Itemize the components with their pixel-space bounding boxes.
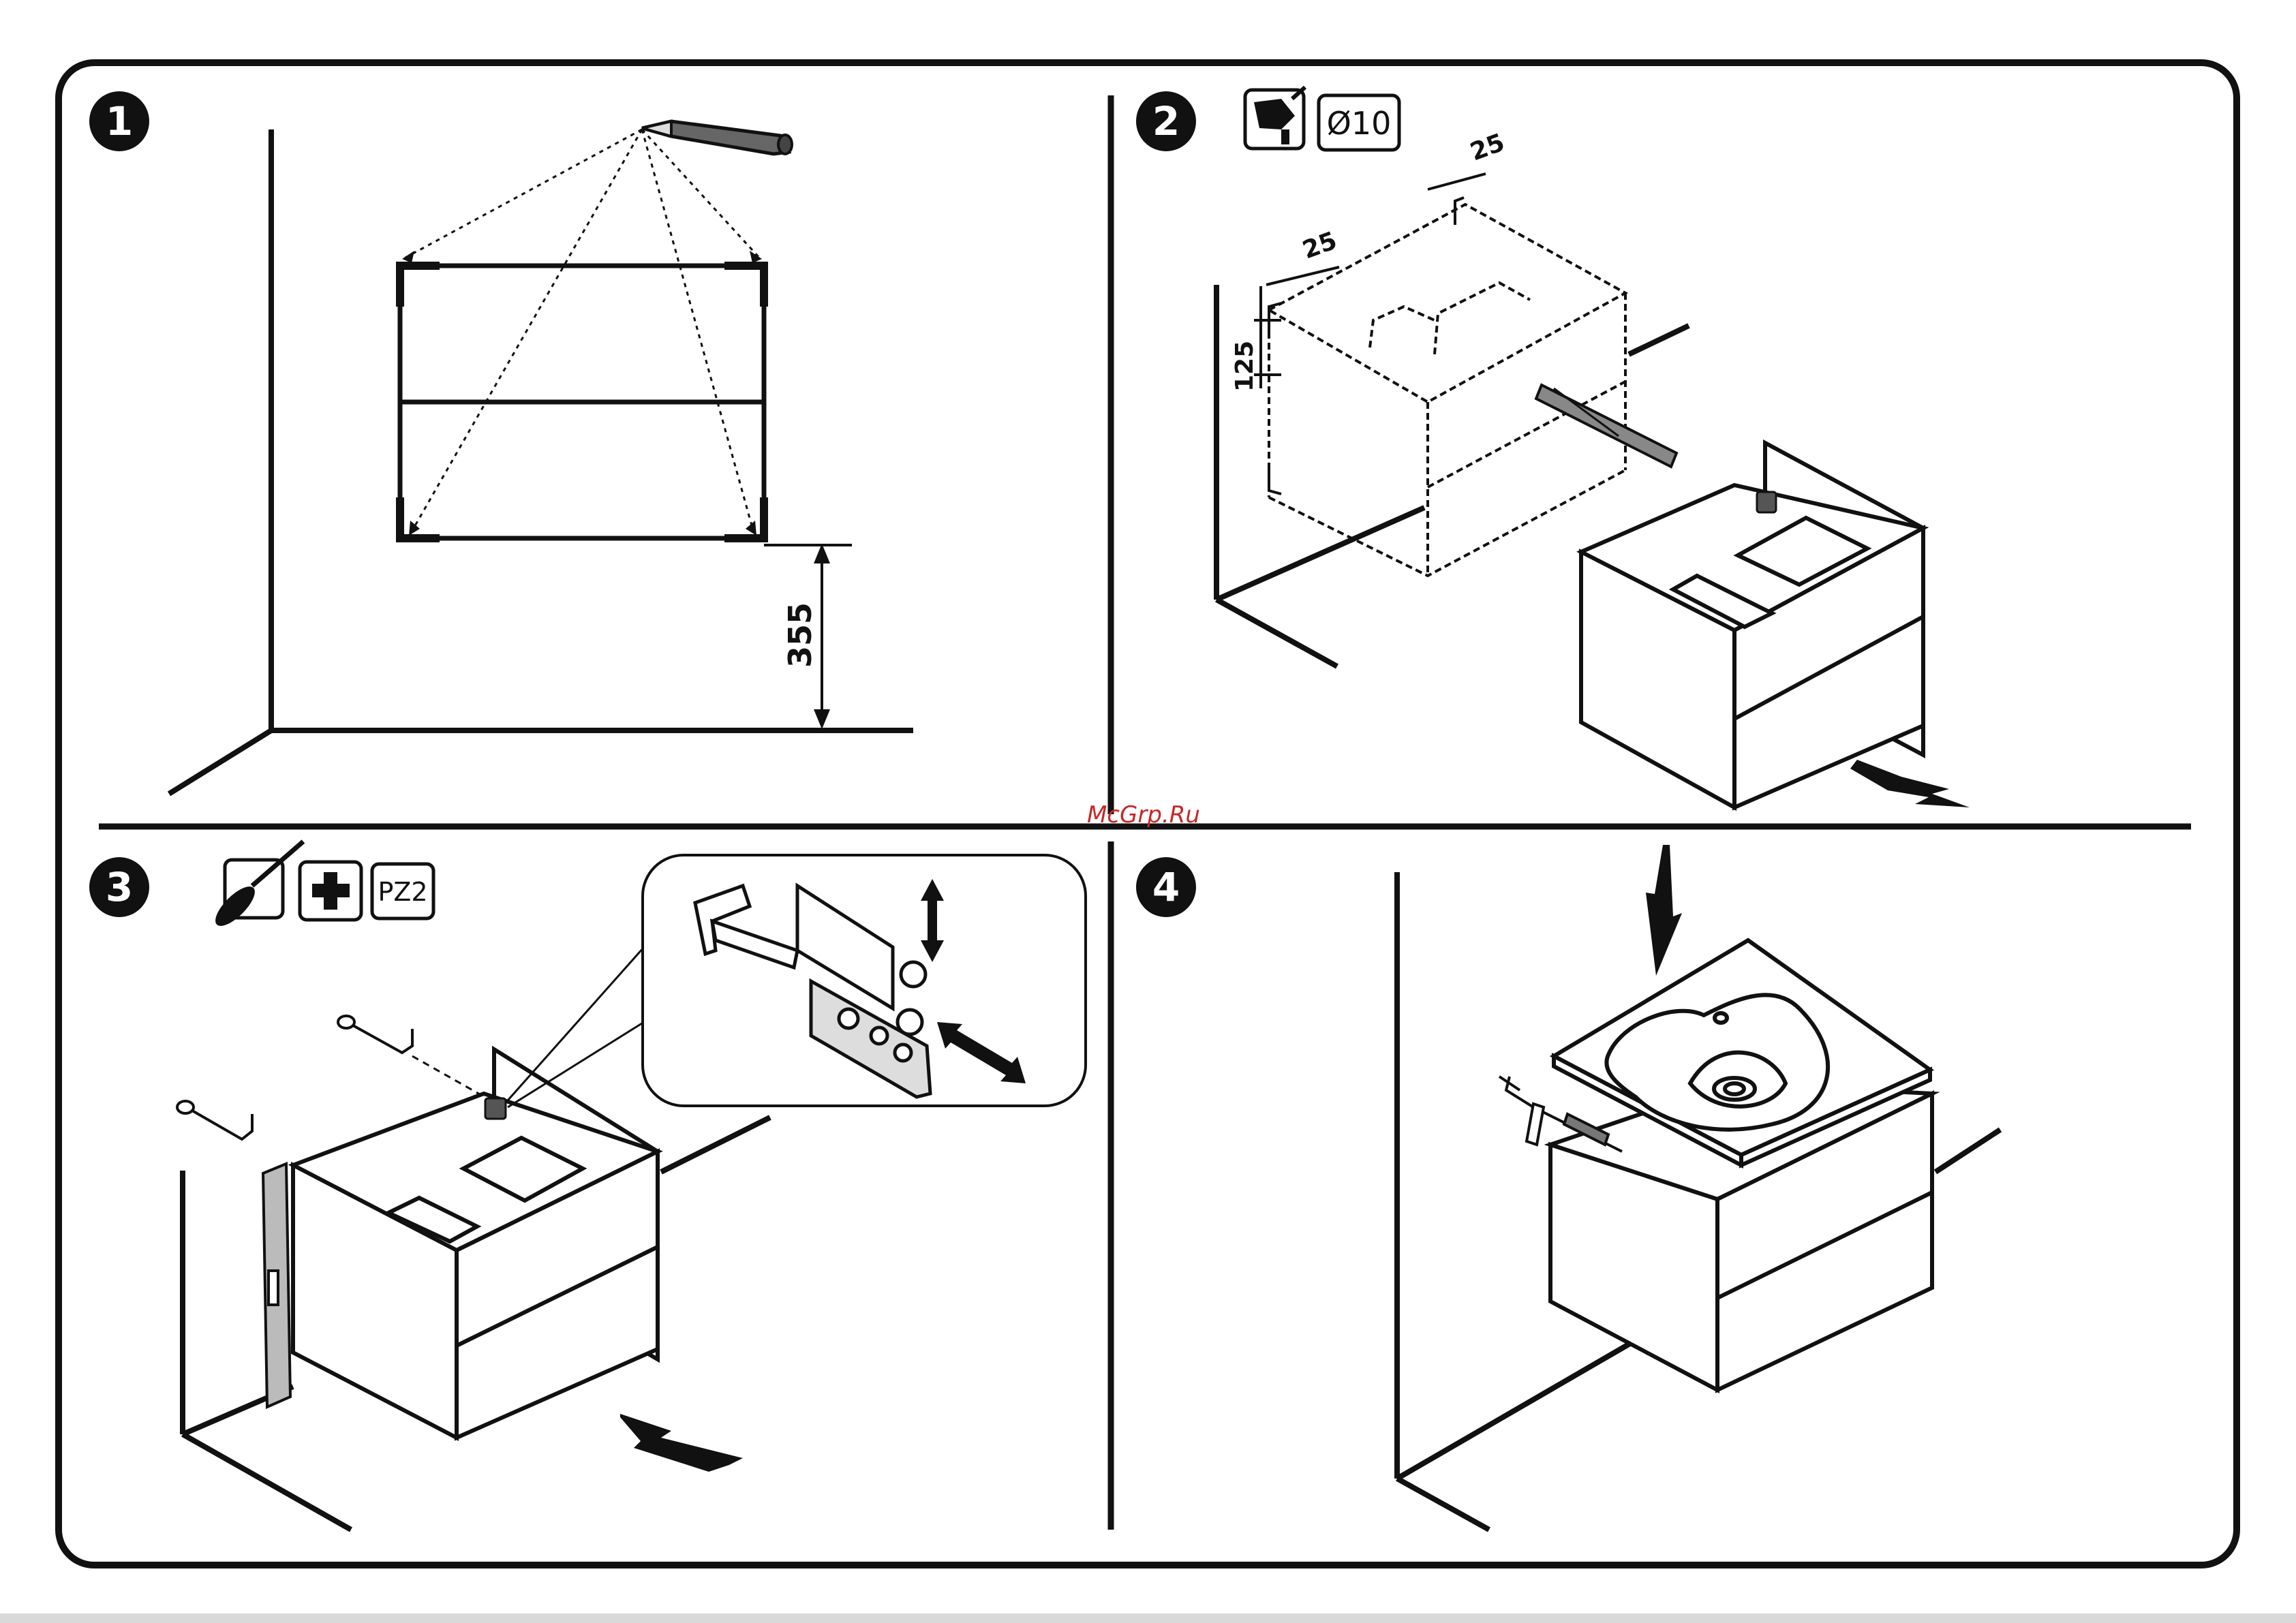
dim-top-label: 25 — [1467, 129, 1508, 167]
push-in-arrow — [620, 1414, 743, 1472]
watermark: McGrp.Ru — [1087, 801, 1200, 829]
pencil-icon — [642, 121, 792, 154]
height-dimension-label: 355 — [782, 602, 818, 668]
slide-out-arrow — [1850, 760, 1970, 807]
dim-side-label: 25 — [1299, 227, 1341, 265]
hanging-bracket-3 — [485, 1098, 506, 1119]
wall-screw-2 — [177, 1101, 252, 1139]
guideline-arrowheads — [402, 251, 762, 536]
step-4-number: 4 — [1152, 864, 1180, 910]
cabinet-solid-2 — [1581, 443, 1923, 807]
pz2-bit-label: PZ2 — [378, 877, 427, 907]
step-1-number: 1 — [106, 98, 133, 144]
hanging-bracket-2 — [1757, 492, 1776, 512]
ghost-cabinet — [1269, 204, 1625, 576]
wall-screw-1 — [338, 1016, 412, 1053]
drill-bit-size-icon: Ø10 — [1319, 95, 1399, 150]
cabinet-outline — [400, 266, 764, 538]
phillips-head-icon — [300, 862, 361, 920]
wall-corner-1 — [169, 129, 913, 794]
cabinet-solid-3 — [293, 1049, 658, 1438]
step2-dimension-lines — [1254, 174, 1486, 494]
step-4-panel: 4 — [1136, 845, 2000, 1530]
detail-callout — [508, 855, 1086, 1107]
step-3-number: 3 — [106, 864, 133, 910]
step-2-panel: 2 Ø10 — [1136, 87, 1970, 807]
spirit-level — [263, 1164, 290, 1407]
step-3-panel: 3 PZ2 — [89, 841, 1086, 1530]
dim-vertical-label: 125 — [1231, 341, 1259, 392]
pz2-bit-icon: PZ2 — [372, 864, 433, 918]
drill-bit — [1536, 385, 1677, 467]
step-1-panel: 1 — [89, 91, 913, 794]
drill-bit-size-label: Ø10 — [1327, 105, 1392, 142]
screwdriver-icon — [210, 841, 303, 931]
place-down-arrow — [1646, 845, 1682, 976]
drill-icon — [1245, 87, 1305, 149]
pencil-guidelines — [405, 129, 759, 533]
step-2-number: 2 — [1152, 98, 1180, 144]
